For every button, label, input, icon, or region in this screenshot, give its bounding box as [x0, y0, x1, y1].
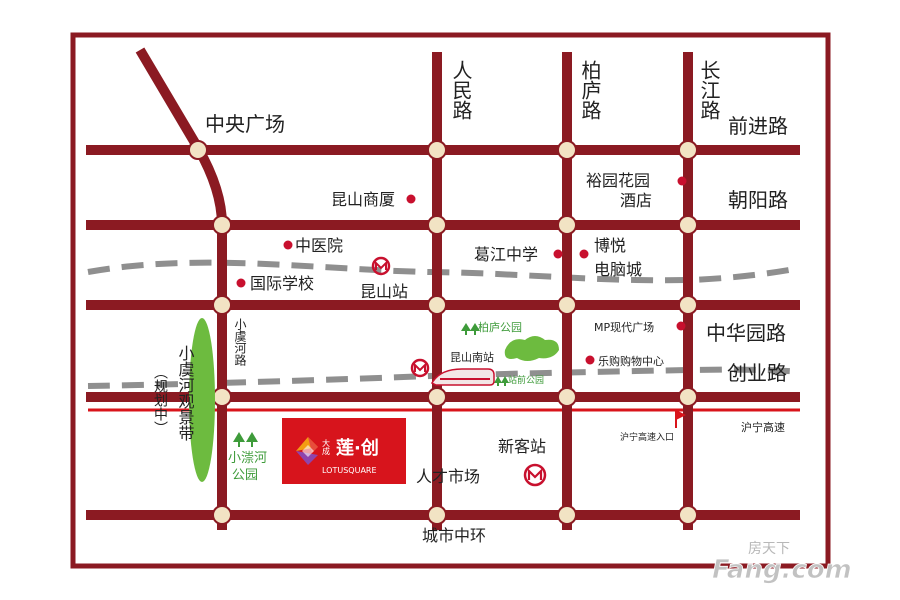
- label-huning-entrance: 沪宁高速入口: [620, 431, 674, 443]
- brand-name: 莲·创: [336, 437, 379, 459]
- brand-english: LOTUSQUARE: [322, 466, 377, 475]
- lotus-logo-icon: [296, 437, 318, 465]
- label-chengshi-zhonghuan: 城市中环: [422, 526, 486, 545]
- label-kunshan-shangsha: 昆山商厦: [331, 190, 395, 209]
- project-brand-block: 大成 莲·创 LOTUSQUARE: [282, 418, 406, 484]
- label-zhongyiyuan: 中医院: [295, 236, 343, 255]
- label-chaoyang: 朝阳路: [728, 188, 788, 212]
- label-xinke-zhan: 新客站: [498, 437, 546, 456]
- fang-watermark: 房天下 Fang.com: [712, 541, 852, 585]
- tree-icon: [233, 323, 509, 447]
- label-jingguan-dai: 小虞河观景带: [176, 345, 195, 441]
- railway-line-north: [87, 259, 801, 284]
- bailu-park-shape: [504, 336, 559, 361]
- label-xiaoyuhe-gongyuan-2: 公园: [232, 468, 258, 483]
- label-qianjin: 前进路: [728, 114, 788, 138]
- label-mp-guangchang: MP现代广场: [594, 320, 654, 334]
- label-renmin: 人民路: [449, 60, 473, 120]
- label-boyue: 博悦: [594, 236, 626, 255]
- label-kunshan-zhan: 昆山站: [360, 282, 408, 301]
- label-guoji-xuexiao: 国际学校: [250, 274, 314, 293]
- label-kunshan-nanzhan: 昆山南站: [450, 350, 494, 364]
- railway-line-south: [87, 366, 801, 389]
- intersection-nodes: [188, 140, 698, 525]
- label-huning-gaosu: 沪宁高速: [741, 420, 785, 434]
- label-changjiang: 长江路: [697, 60, 721, 120]
- brand-da: 大成: [322, 438, 331, 456]
- label-guihua-zhong: （规划中）: [152, 365, 168, 435]
- label-gejiang-zhongxue: 葛江中学: [474, 245, 538, 264]
- label-zhonghuayuan: 中华园路: [706, 321, 786, 345]
- label-yuyuan-jiudian: 酒店: [620, 191, 652, 210]
- label-rencai-shichang: 人才市场: [416, 467, 480, 486]
- poi-labels: 中央广场 昆山商厦 裕园花园 酒店 中医院 国际学校 昆山站 葛江中学 博悦 电…: [152, 112, 664, 486]
- label-boyue-2: 电脑城: [594, 260, 642, 279]
- label-bailu-gongyuan: 柏庐公园: [478, 320, 522, 334]
- label-bailu: 柏庐路: [578, 60, 602, 120]
- watermark-cn: 房天下: [748, 541, 790, 557]
- metro-icon: [371, 256, 547, 487]
- label-legou: 乐购购物中心: [598, 354, 664, 368]
- road-labels: 人民路 柏庐路 长江路 前进路 朝阳路 中华园路 创业路 城市中环 小虞河路 沪…: [233, 60, 788, 545]
- label-zhongyang-guangchang: 中央广场: [205, 112, 285, 136]
- label-zhanqian-gongyuan: 站前公园: [508, 374, 544, 386]
- label-xiaoyuhe-gongyuan: 小漴河: [228, 451, 267, 466]
- label-xiaoyuhe: 小虞河路: [233, 318, 247, 367]
- train-icon: [430, 368, 495, 386]
- label-yuyuan-huayuan: 裕园花园: [586, 171, 650, 190]
- label-chuangye: 创业路: [727, 361, 787, 385]
- scenic-belt-park: [189, 318, 215, 482]
- poi-dots: [236, 176, 687, 365]
- watermark-en: Fang.com: [712, 555, 852, 585]
- expressway-entrance-icon: [675, 410, 686, 428]
